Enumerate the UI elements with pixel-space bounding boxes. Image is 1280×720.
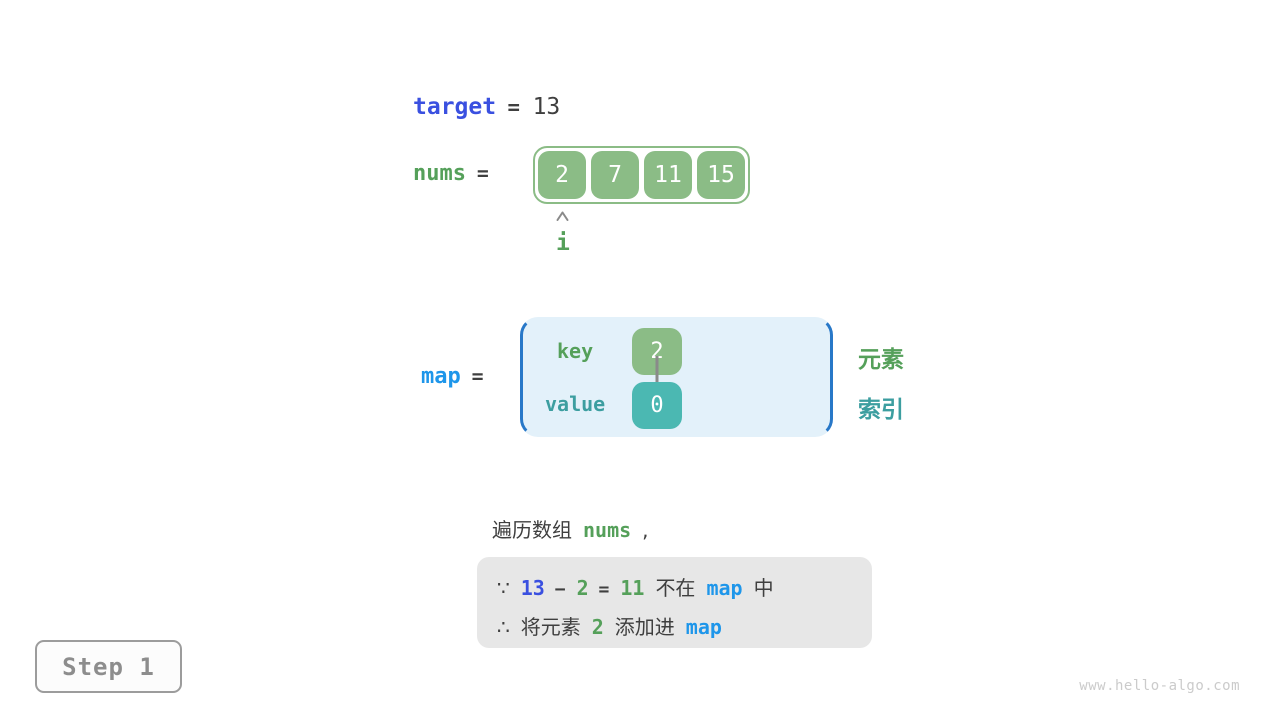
text-token: nums	[583, 518, 632, 542]
text-token: 2	[591, 615, 604, 639]
index-pointer-label: i	[556, 230, 570, 256]
text-token: 2	[576, 576, 589, 600]
map-value-label: value	[545, 392, 606, 416]
text-token: 不在	[655, 576, 696, 600]
text-token: ∴	[497, 615, 510, 639]
callout-line-2: ∴ 将元素 2 添加进 map	[497, 611, 852, 640]
index-pointer-up-arrow-icon	[556, 211, 569, 221]
text-token: 添加进	[614, 615, 675, 639]
map-label: map =	[421, 364, 484, 389]
text-token: 11	[620, 576, 645, 600]
step-badge-label: Step 1	[62, 652, 155, 681]
text-token: target	[413, 94, 497, 120]
text-token: 13	[532, 94, 561, 120]
text-token: map	[685, 615, 722, 639]
legend-index: 索引	[858, 397, 904, 423]
map-value-cell: 0	[632, 382, 682, 429]
map-container: key 2 value 0	[520, 317, 833, 437]
nums-array: 2 7 11 15	[533, 146, 750, 204]
legend-element: 元素	[858, 347, 904, 373]
caption: 遍历数组 nums,	[492, 514, 649, 543]
text-token: =	[507, 95, 520, 119]
text-token: =	[476, 162, 489, 185]
text-token: 遍历数组	[492, 518, 572, 542]
text-token: 将元素	[520, 615, 581, 639]
callout-line-1: ∵ 13−2 = 11 不在 map 中	[497, 572, 852, 601]
map-key-label: key	[557, 339, 594, 363]
nums-label: nums =	[413, 161, 489, 186]
text-token: =	[471, 365, 484, 388]
text-token: ,	[642, 518, 649, 542]
text-token: nums	[413, 161, 466, 186]
text-token: map	[706, 576, 743, 600]
text-token: −	[554, 579, 566, 600]
array-cell-3: 15	[697, 151, 745, 199]
text-token: 中	[753, 576, 774, 600]
array-cell-2: 11	[644, 151, 692, 199]
array-cell-0: 2	[538, 151, 586, 199]
text-token: map	[421, 364, 461, 389]
text-token: ∵	[497, 576, 510, 600]
watermark: www.hello-algo.com	[1079, 678, 1240, 694]
array-cell-1: 7	[591, 151, 639, 199]
text-token: 13	[520, 576, 545, 600]
text-token: =	[598, 579, 610, 600]
step-badge: Step 1	[35, 640, 182, 693]
target-assignment: target = 13	[413, 94, 560, 120]
